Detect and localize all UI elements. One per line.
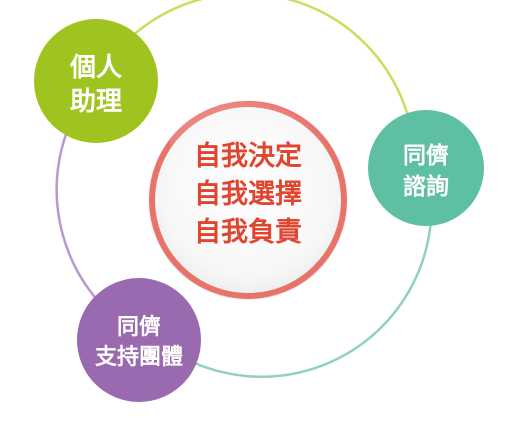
- node-peer-support-group-line-1: 同儕: [117, 314, 161, 340]
- node-peer-consultation-circle: [368, 110, 484, 226]
- center-text-line-3: 自我負責: [194, 216, 302, 248]
- center-circle: 自我決定 自我選擇 自我負責: [148, 100, 348, 300]
- center-text-line-2: 自我選擇: [194, 178, 302, 210]
- node-personal-assistant-circle: [34, 19, 158, 143]
- node-peer-support-group-circle: [77, 278, 201, 402]
- node-peer-consultation-line-2: 諮詢: [403, 173, 449, 200]
- node-personal-assistant-line-2: 助理: [70, 87, 122, 117]
- center-text-line-1: 自我決定: [194, 140, 302, 172]
- node-peer-consultation: 同儕 諮詢: [368, 110, 484, 226]
- node-peer-support-group-line-2: 支持團體: [95, 344, 183, 370]
- node-peer-support-group: 同儕 支持團體: [77, 278, 201, 402]
- node-personal-assistant: 個人 助理: [34, 19, 158, 143]
- node-personal-assistant-line-1: 個人: [69, 53, 122, 83]
- node-peer-consultation-line-1: 同儕: [403, 142, 449, 169]
